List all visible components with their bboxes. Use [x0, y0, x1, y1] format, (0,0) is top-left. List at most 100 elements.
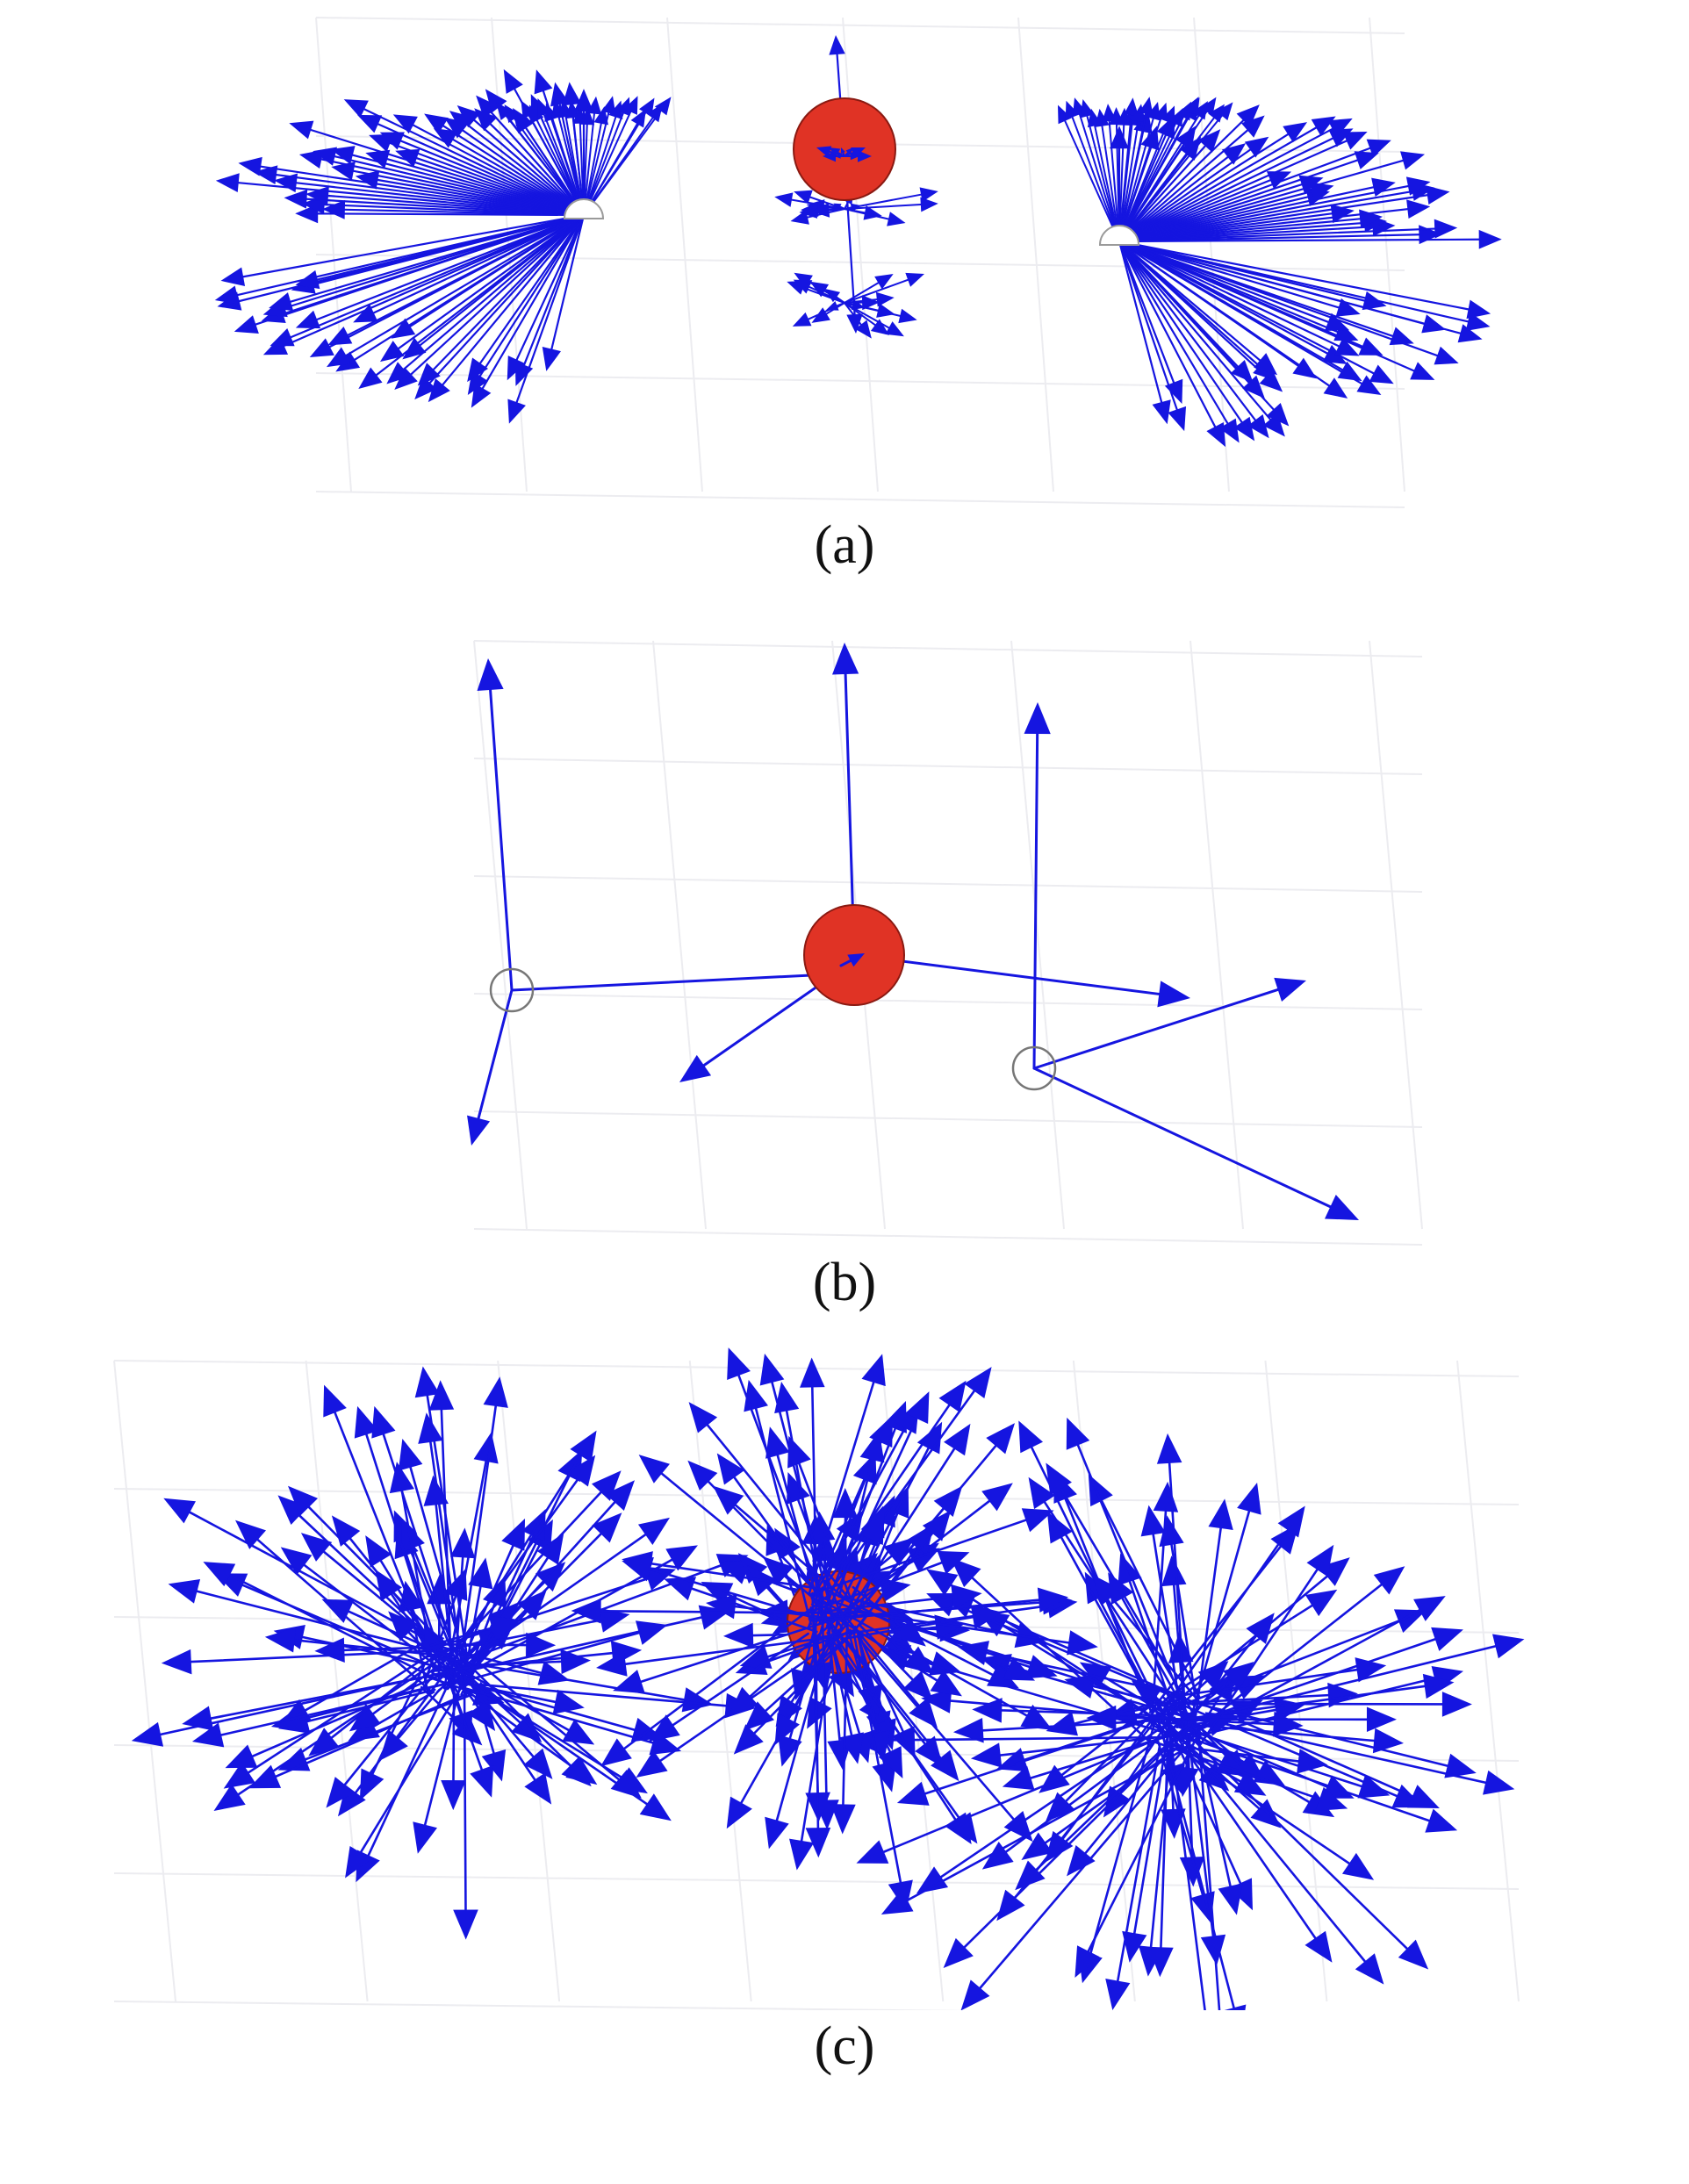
vector-arrow: [822, 1600, 1053, 1730]
arrow-head: [1216, 102, 1233, 121]
arrow-head: [964, 1367, 992, 1399]
arrow-shaft: [445, 1654, 535, 1758]
arrow-shaft: [624, 1637, 823, 1665]
grid-line: [497, 1360, 561, 2002]
arrow-head: [1335, 298, 1361, 317]
arrow-head: [507, 399, 526, 424]
vector-arrow: [248, 1692, 471, 1789]
arrow-shaft: [473, 119, 586, 217]
arrow-head: [1466, 299, 1491, 320]
arrow-head: [284, 189, 308, 209]
arrow-shaft: [808, 302, 845, 320]
arrow-head: [688, 1402, 718, 1433]
arrow-head: [327, 326, 353, 346]
arrow-head: [950, 1812, 978, 1844]
arrow-shaft: [489, 123, 586, 217]
arrow-head: [289, 120, 314, 140]
arrow-shaft: [521, 121, 585, 216]
arrow-shaft: [1118, 145, 1206, 243]
arrow-shaft: [310, 128, 586, 217]
arrow-head: [428, 1380, 455, 1411]
arrow-shaft: [275, 174, 586, 217]
arrow-head: [1259, 369, 1283, 392]
arrow-head: [375, 1569, 403, 1602]
arrow-shaft: [522, 213, 586, 366]
arrow-head: [916, 1866, 949, 1894]
arrow-shaft: [814, 1624, 820, 1829]
arrow-shaft: [399, 140, 586, 217]
arrow-head: [829, 35, 845, 55]
vector-arrow: [1138, 1728, 1174, 1977]
arrow-head: [794, 272, 813, 289]
arrow-shaft: [765, 1637, 846, 1713]
arrow-head: [1356, 375, 1382, 396]
arrow-head: [1421, 314, 1447, 334]
arrow-shaft: [423, 1678, 464, 1827]
arrow-head: [778, 1735, 802, 1767]
arrow-head: [1283, 122, 1308, 143]
arrow-shaft: [477, 988, 514, 1120]
arrow-shaft: [410, 213, 586, 376]
arrow-shaft: [1118, 238, 1480, 243]
arrow-shaft: [452, 1664, 570, 1732]
arrow-shaft: [1118, 111, 1208, 242]
vector-arrow: [450, 1620, 668, 1685]
arrow-shaft: [372, 213, 586, 314]
arrow-head: [876, 303, 895, 318]
arrow-head: [896, 1781, 930, 1806]
arrow-head: [567, 1455, 596, 1487]
arrow-head: [379, 341, 405, 363]
arrow-head: [987, 1663, 1019, 1689]
arrow-head: [835, 154, 841, 159]
arrow-head: [1426, 185, 1450, 205]
vector-arrow: [1197, 1730, 1221, 2010]
arrow-head: [831, 643, 859, 675]
arrow-head: [413, 1821, 438, 1854]
arrow-head: [418, 1412, 443, 1444]
arrow-shaft: [1064, 119, 1120, 242]
arrow-head: [895, 1618, 926, 1647]
vector-arrow: [453, 1658, 478, 1940]
grid-line: [473, 640, 1423, 657]
vector-arrow: [1118, 240, 1183, 404]
arrow-head: [358, 367, 383, 389]
arrow-shaft: [457, 1405, 498, 1677]
arrow-head: [1240, 115, 1265, 138]
vector-arrow: [1170, 1742, 1375, 1880]
arrow-head: [1221, 143, 1247, 165]
vector-arrow: [1118, 151, 1426, 243]
vector-arrow: [1118, 118, 1353, 243]
arrow-head: [1400, 151, 1426, 170]
vector-arrow: [433, 128, 586, 217]
arrow-head: [471, 383, 492, 408]
arrow-shaft: [1169, 1702, 1444, 1706]
arrow-head: [504, 104, 521, 124]
arrow-head: [574, 89, 593, 112]
arrow-shaft: [827, 1390, 976, 1594]
arrow-shaft: [771, 1381, 836, 1621]
arrow-head: [847, 953, 865, 967]
arrow-shaft: [468, 1682, 728, 1707]
arrow-head: [379, 132, 405, 150]
arrow-head: [414, 1366, 440, 1398]
arrow-head: [981, 1483, 1013, 1512]
arrow-head: [915, 1735, 944, 1768]
arrow-shaft: [1118, 140, 1348, 243]
arrow-shaft: [478, 213, 586, 377]
arrow-shaft: [196, 1590, 446, 1656]
arrow-head: [552, 1689, 585, 1714]
arrow-shaft: [830, 1630, 891, 1753]
vector-arrow: [716, 1453, 844, 1629]
arrow-head: [823, 150, 836, 162]
arrow-head: [1425, 1808, 1458, 1833]
arrow-shaft: [1065, 1693, 1172, 1802]
arrow-shaft: [320, 158, 586, 217]
arrow-head: [610, 1769, 642, 1799]
arrow-head: [513, 108, 529, 127]
vector-arrow: [583, 97, 672, 216]
arrow-head: [938, 1380, 967, 1412]
arrow-shaft: [822, 1600, 1028, 1717]
arrow-head: [613, 1670, 645, 1694]
arrow-shaft: [844, 193, 923, 210]
vector-arrow: [1118, 129, 1221, 243]
